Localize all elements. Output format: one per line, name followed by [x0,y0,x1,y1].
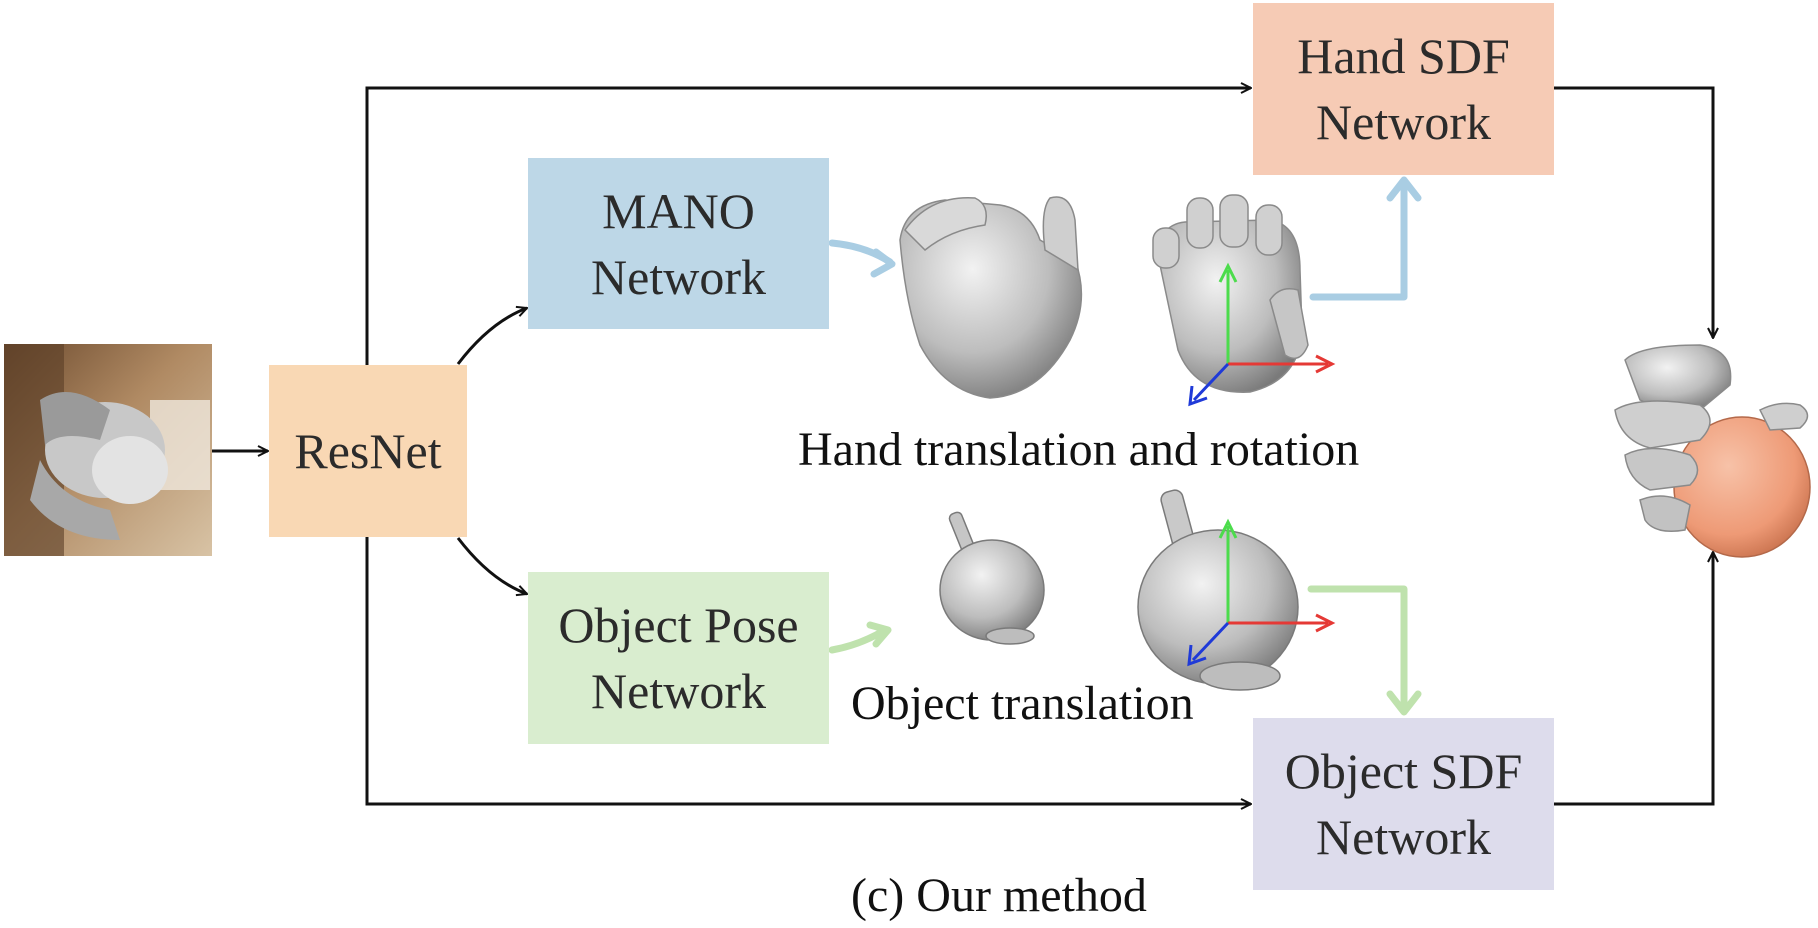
object-sdf-arrowhead [1386,690,1422,716]
hand-sdf-network-box: Hand SDF Network [1253,3,1554,175]
mano-network-box: MANO Network [528,158,829,329]
hand-flow-arrows [828,176,1422,301]
object-pose-network-line2: Network [591,663,766,719]
object-pose-network-line1: Object Pose [558,597,799,653]
flow-lines [212,88,1713,804]
hand-transform-label: Hand translation and rotation [798,423,1360,476]
object-mesh-posed [939,511,1045,645]
object-pose-to-object-sdf-arrow [1307,585,1408,714]
hand-mesh-canonical [1152,194,1336,407]
object-sdf-network-box: Object SDF Network [1253,718,1554,890]
hand-mesh-posed [899,196,1083,399]
arrow-resnet-to-hand-sdf [365,88,1251,365]
hand-pose-to-hand-sdf-arrow [1309,179,1408,301]
object-pose-to-object-mesh-arrow [828,626,889,654]
object-pose-arrowhead [866,621,892,648]
resnet-box: ResNet [269,365,467,537]
hand-sdf-network-line2: Network [1316,94,1491,150]
object-sdf-network-line1: Object SDF [1284,743,1523,799]
arrow-resnet-to-object-sdf [365,537,1251,804]
object-transform-label: Object translation [851,677,1194,730]
input-image [4,344,212,556]
mano-network-line1: MANO [602,182,755,239]
arrow-object-sdf-to-output [1552,552,1713,806]
figure-caption: (c) Our method [851,869,1147,922]
object-mesh-canonical [1137,489,1336,691]
hand-sdf-arrowhead [1386,176,1422,202]
object-pose-network-box: Object Pose Network [528,572,829,744]
arrow-resnet-to-object-pose [456,537,527,594]
resnet-label: ResNet [294,423,442,479]
hand-sdf-network-line1: Hand SDF [1297,28,1510,84]
arrow-resnet-to-mano [456,308,527,365]
object-flow-arrows [828,585,1422,716]
output-reconstruction [1614,344,1811,558]
object-sdf-network-line2: Network [1316,809,1491,865]
arrow-hand-sdf-to-output [1552,86,1713,338]
mano-network-line2: Network [591,248,766,305]
mano-arrowhead [870,248,896,278]
